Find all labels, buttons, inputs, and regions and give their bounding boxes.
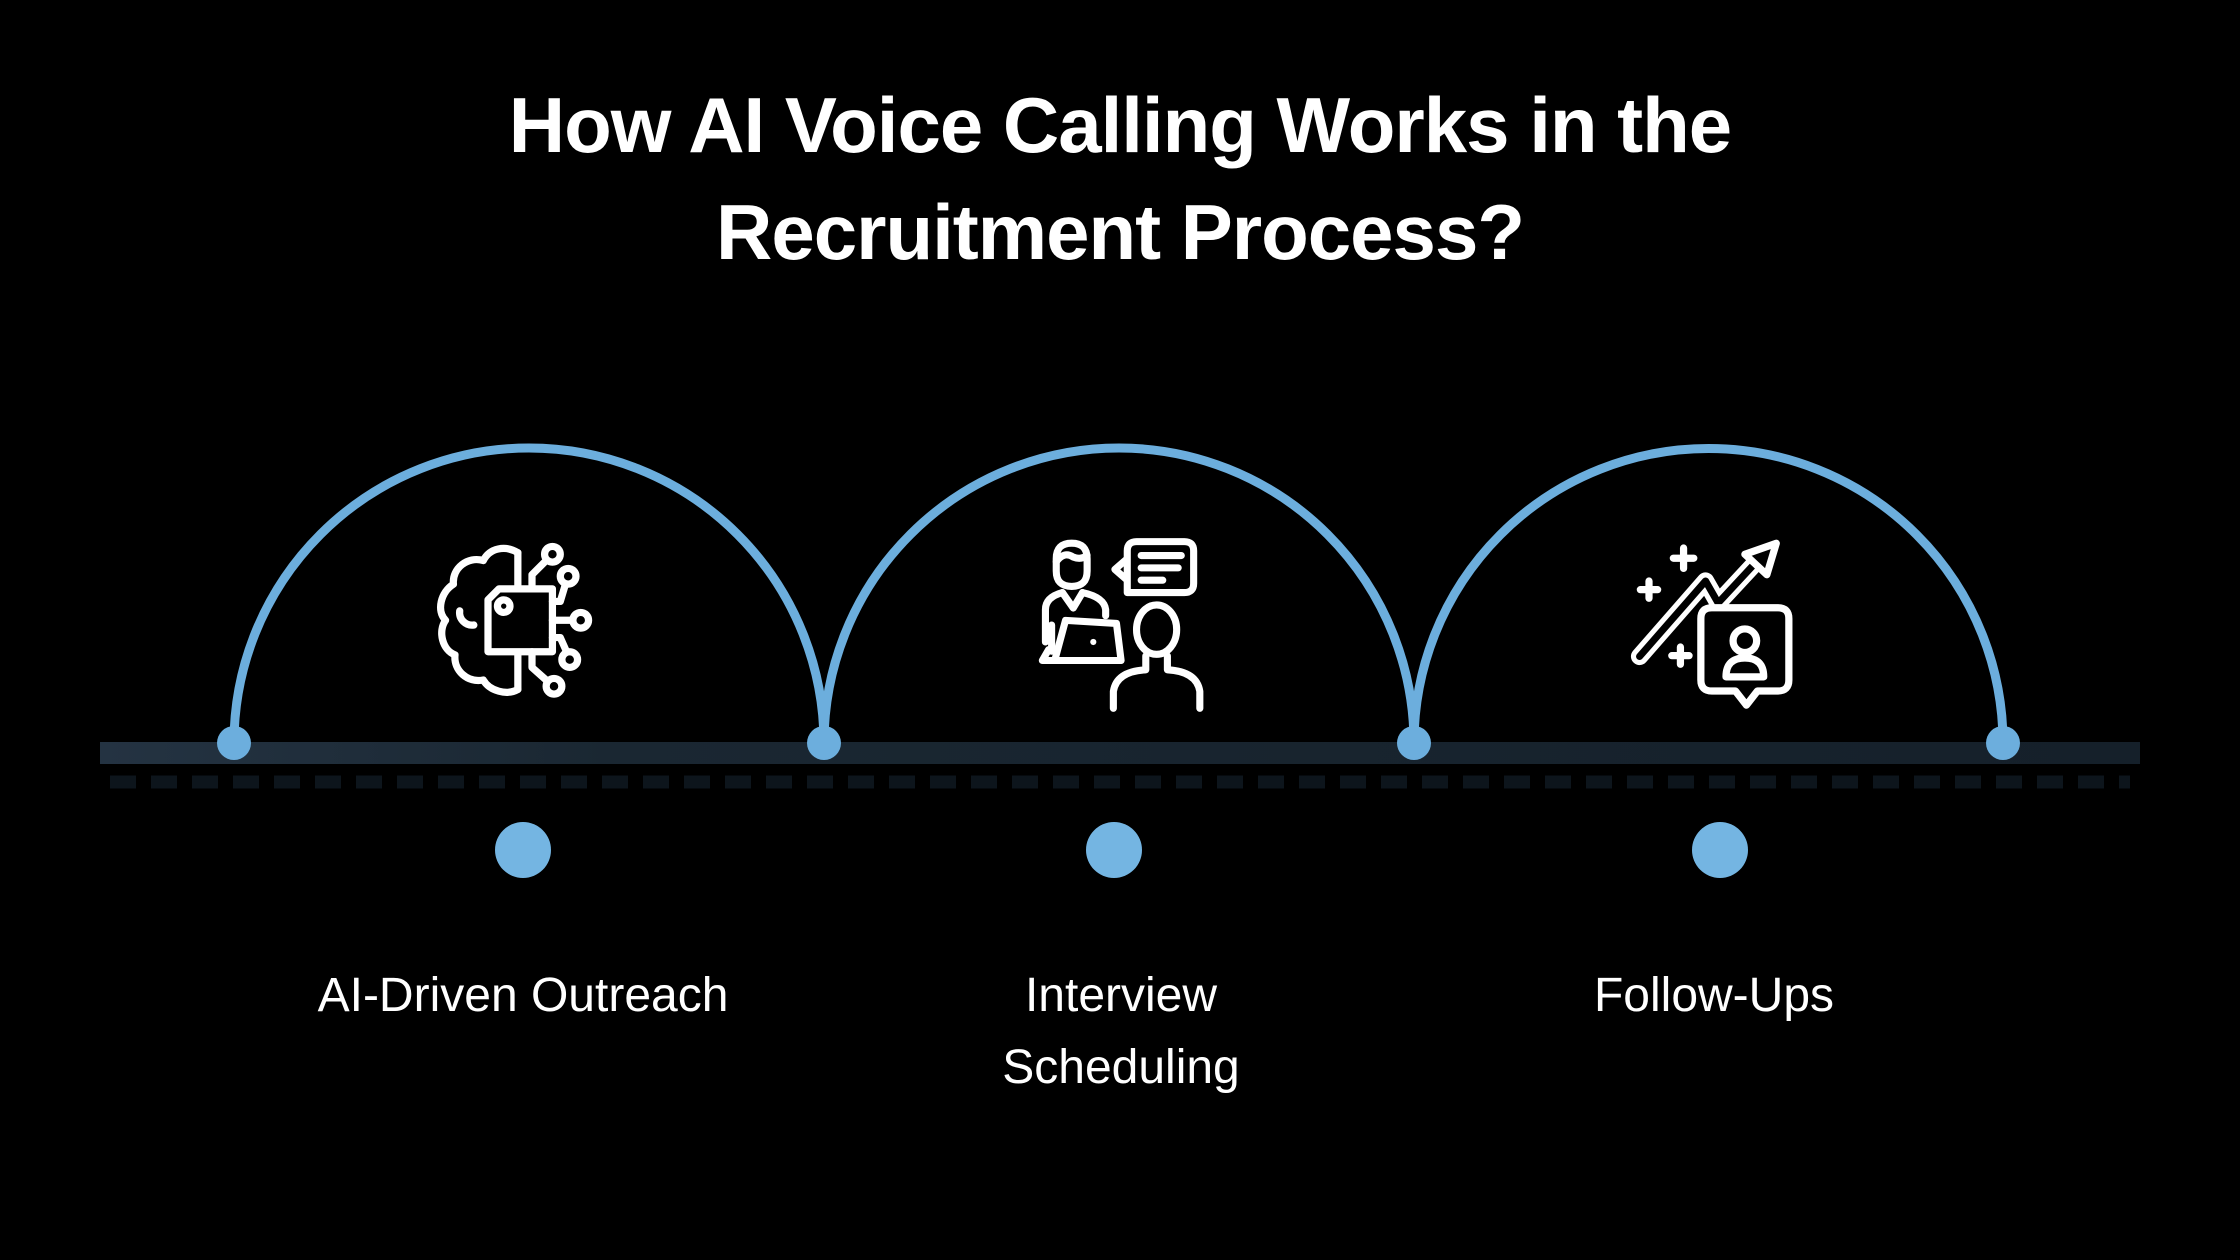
step-label-follow-ups: Follow-Ups <box>1593 969 1835 1022</box>
growth-contact-card-icon <box>1627 537 1803 713</box>
bar-dot-3 <box>1397 726 1431 760</box>
timeline-dot-2 <box>1086 822 1142 878</box>
page-title: How AI Voice Calling Works in the Recrui… <box>0 72 2240 286</box>
bar-dot-1 <box>217 726 251 760</box>
ai-brain-chip-icon <box>433 537 609 713</box>
interview-conversation-icon <box>1030 537 1206 713</box>
page-title-line-2: Recruitment Process? <box>716 188 1525 276</box>
arc-step-3 <box>1409 444 2008 744</box>
step-label-ai-driven-outreach: AI-Driven Outreach <box>317 969 729 1022</box>
bar-dot-2 <box>807 726 841 760</box>
timeline-dot-3 <box>1692 822 1748 878</box>
timeline-dot-1 <box>495 822 551 878</box>
baseline-bar <box>100 742 2140 764</box>
step-label-interview-scheduling: Interview Scheduling <box>1002 969 1240 1094</box>
page-title-line-1: How AI Voice Calling Works in the <box>508 81 1732 169</box>
arc-step-2 <box>819 443 1419 744</box>
arc-step-1 <box>229 443 829 744</box>
bar-dot-4 <box>1986 726 2020 760</box>
